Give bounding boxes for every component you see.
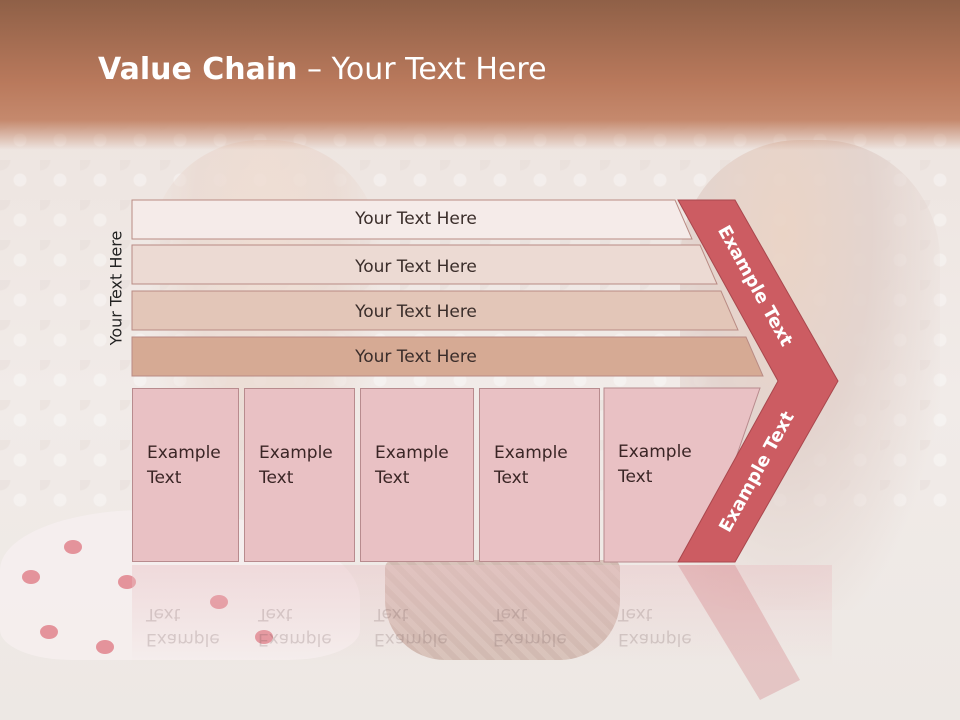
box-text-line2: Text — [618, 467, 653, 487]
flower-decoration — [22, 570, 40, 584]
bar-label-3: Your Text Here — [355, 302, 477, 322]
box-text-line1: Example — [494, 443, 568, 463]
flower-decoration — [64, 540, 82, 554]
bar-label-1: Your Text Here — [355, 209, 477, 229]
bar-label-2: Your Text Here — [355, 257, 477, 277]
chain-bar-3[interactable] — [131, 290, 739, 331]
title-rest: – Your Text Here — [297, 52, 547, 87]
flower-decoration — [255, 630, 273, 644]
box-text-line2: Text — [147, 468, 182, 488]
basket — [385, 560, 620, 660]
box-text-line2: Text — [259, 468, 294, 488]
chain-bar-2[interactable] — [131, 244, 718, 285]
box-text-line2: Text — [375, 468, 410, 488]
title-band — [0, 0, 960, 150]
flower-decoration — [40, 625, 58, 639]
box-text-line1: Example — [147, 443, 221, 463]
chain-box-1[interactable]: Example Text — [132, 388, 239, 562]
chain-bar-1[interactable] — [131, 199, 693, 240]
box-text-line1: Example — [618, 442, 692, 462]
chain-box-3[interactable]: Example Text — [360, 388, 474, 562]
chain-box-2[interactable]: Example Text — [244, 388, 355, 562]
box-text-line1: Example — [375, 443, 449, 463]
flower-decoration — [96, 640, 114, 654]
chain-bar-4[interactable] — [131, 336, 764, 377]
flower-decoration — [210, 595, 228, 609]
bar-label-4: Your Text Here — [355, 347, 477, 367]
title-bold: Value Chain — [98, 52, 298, 87]
box-text-line2: Text — [494, 468, 529, 488]
chevron-arrow[interactable] — [677, 199, 839, 563]
page-title: Value Chain – Your Text Here — [98, 52, 547, 87]
flower-decoration — [118, 575, 136, 589]
chain-box-4[interactable]: Example Text — [479, 388, 600, 562]
reflection-fade — [132, 565, 832, 665]
box-text-line1: Example — [259, 443, 333, 463]
chain-box-5[interactable]: Example Text — [604, 388, 700, 562]
chevron-reflection — [678, 565, 800, 700]
